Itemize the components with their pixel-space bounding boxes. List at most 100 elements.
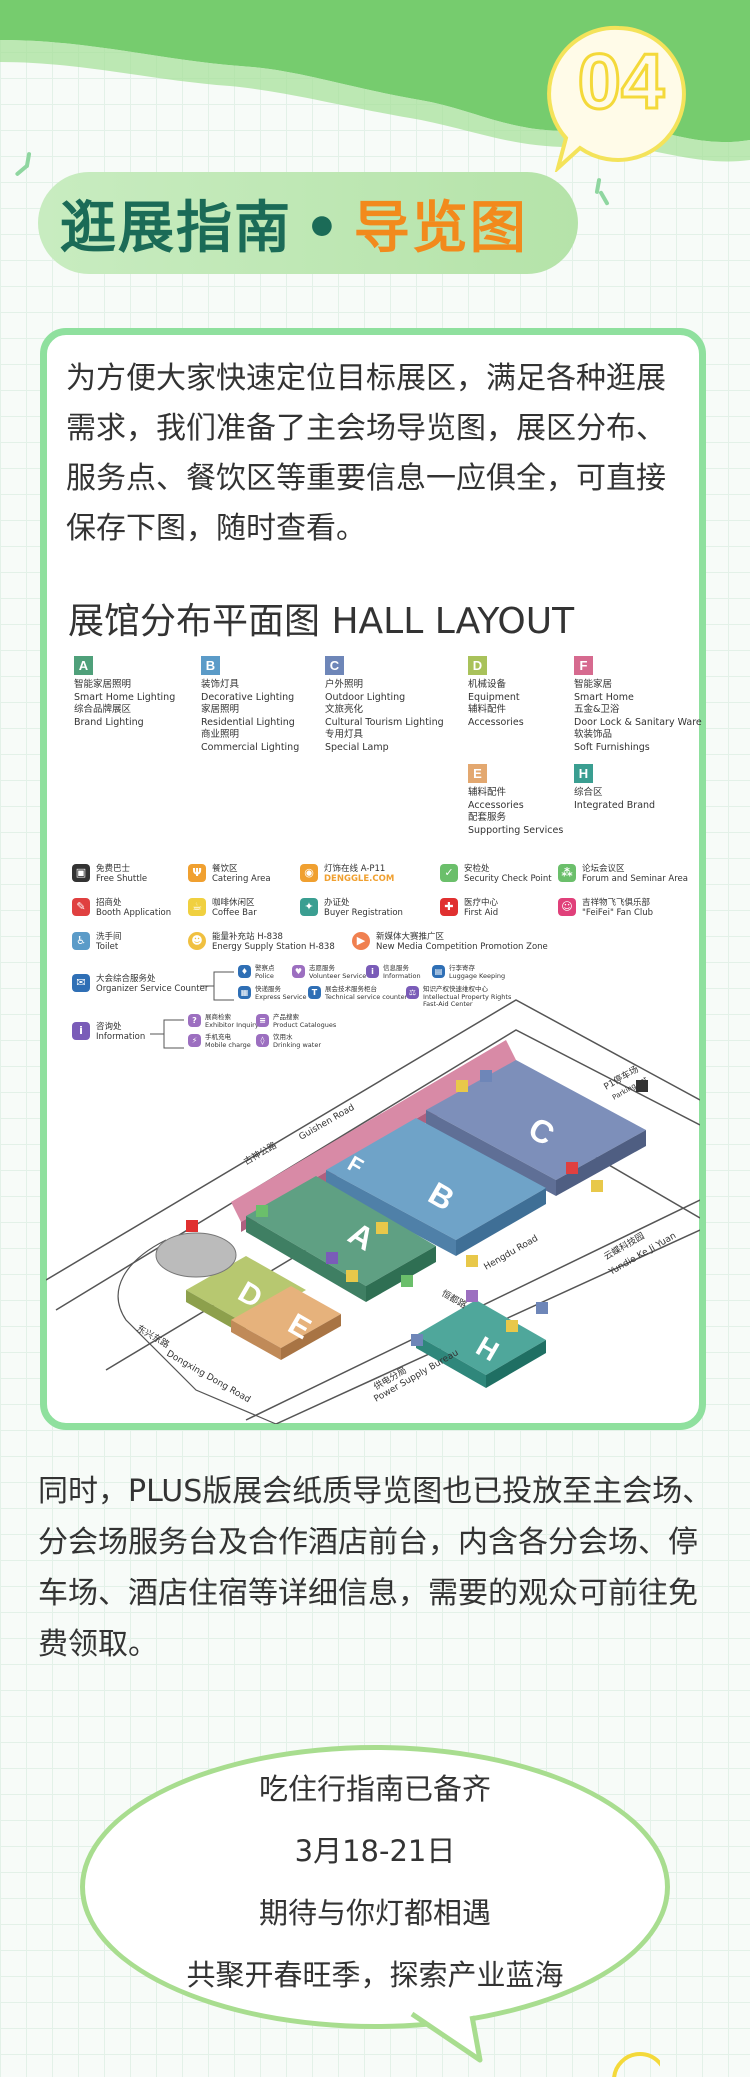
hall-map: C B A D E F H 古神公路 Guishen Road 东兴东路 Don… (46, 999, 700, 1424)
zone-line: Commercial Lighting (201, 741, 300, 753)
organizer-connector (200, 971, 234, 1001)
zone-line: 辅料配件 (468, 787, 507, 798)
info-icon: i (72, 1022, 90, 1040)
title-dot: • (304, 196, 342, 261)
zone-line: Outdoor Lighting (325, 691, 406, 703)
map-marker (536, 1302, 548, 1314)
zone-line: Brand Lighting (74, 716, 144, 728)
zone-line: 智能家居照明 (74, 679, 132, 690)
charge-icon: ⚡ (188, 1034, 201, 1047)
catering-icon: Ψ (188, 864, 206, 882)
zone-line: 机械设备 (468, 679, 507, 690)
info-small-icon: i (366, 965, 379, 978)
corner-deco (612, 2052, 660, 2077)
zone-line: 五金&卫浴 (574, 704, 620, 715)
zone-line: 装饰灯具 (201, 679, 240, 690)
zone-line: Residential Lighting (201, 716, 295, 728)
zone-line: Cultural Tourism Lighting (325, 716, 444, 728)
forum-icon: ⁂ (558, 864, 576, 882)
road-hengdu-en: Hengdu Road (483, 1234, 540, 1273)
buyer-icon: ✦ (300, 898, 318, 916)
luggage-icon: ▤ (432, 965, 445, 978)
intro-text: 为方便大家快速定位目标展区，满足各种逛展需求，我们准备了主会场导览图，展区分布、… (66, 361, 666, 546)
map-marker (506, 1320, 518, 1332)
bubble-line-3: 期待与你灯都相遇 (258, 1896, 491, 1930)
zone-legend-c: C 户外照明 Outdoor Lighting 文旅亮化 Cultural To… (325, 656, 444, 754)
ip-icon: ⚖ (406, 986, 419, 999)
media-icon: ▶ (352, 932, 370, 950)
bulb-icon: ◉ (300, 864, 318, 882)
zone-line: Special Lamp (325, 741, 389, 753)
map-marker (591, 1180, 603, 1192)
page-title: 逛展指南•导览图 (60, 183, 528, 264)
title-pill (38, 172, 578, 274)
zone-line: 辅料配件 (468, 704, 507, 715)
map-marker (256, 1205, 268, 1217)
bubble-line-1: 吃住行指南已备齐 (258, 1772, 491, 1806)
map-marker (376, 1222, 388, 1234)
map-marker (466, 1290, 478, 1302)
map-marker (186, 1220, 198, 1232)
speech-bubble (80, 1745, 670, 2029)
zone-line: Decorative Lighting (201, 691, 295, 703)
information-connector (150, 1019, 184, 1049)
zone-line: 智能家居 (574, 679, 613, 690)
express-icon: ▦ (238, 986, 251, 999)
map-marker (466, 1255, 478, 1267)
zone-badge: H (574, 764, 593, 783)
zone-badge: E (468, 764, 487, 783)
hall-b (326, 1118, 546, 1256)
zone-line: Accessories (468, 799, 524, 811)
volunteer-icon: ♥ (292, 965, 305, 978)
zone-line: Equipment (468, 691, 520, 703)
zone-legend-e: E 辅料配件 Accessories 配套服务 Supporting Servi… (468, 764, 563, 837)
zone-line: 软装饰品 (574, 729, 613, 740)
map-marker (346, 1270, 358, 1282)
map-marker (326, 1252, 338, 1264)
coffee-icon: ☕ (188, 898, 206, 916)
police-icon: ♦ (238, 965, 251, 978)
road-guishen-cn: 古神公路 (242, 1139, 279, 1167)
hall-h (416, 1300, 546, 1388)
zone-line: 综合区 (574, 787, 603, 798)
zone-line: 文旅亮化 (325, 704, 364, 715)
zone-badge: F (574, 656, 593, 675)
fanclub-icon: ☺ (558, 898, 576, 916)
organizer-icon: ✉ (72, 974, 90, 992)
map-marker (566, 1162, 578, 1174)
hall-e (231, 1286, 341, 1360)
zone-line: Smart Home Lighting (74, 691, 176, 703)
inquiry-icon: ? (188, 1014, 201, 1027)
section-number: 04 (576, 36, 666, 127)
zone-line: Smart Home (574, 691, 634, 703)
zone-line: 专用灯具 (325, 729, 364, 740)
zone-badge: D (468, 656, 487, 675)
water-icon: ◊ (256, 1034, 269, 1047)
zone-line: 户外照明 (325, 679, 364, 690)
title-main: 逛展指南 (60, 196, 292, 261)
bus-icon: ▣ (72, 864, 90, 882)
section-number-badge (547, 25, 686, 172)
zone-legend-h: H 综合区 Integrated Brand (574, 764, 655, 812)
paper-guide-text: 同时，PLUS版展会纸质导览图也已投放至主会场、分会场服务台及合作酒店前台，内含… (38, 1474, 713, 1662)
hall-a (246, 1176, 436, 1302)
road-hengdu-cn: 恒都路 (440, 1287, 469, 1311)
zone-legend-d: D 机械设备 Equipment 辅料配件 Accessories (468, 656, 524, 729)
zone-badge: C (325, 656, 344, 675)
